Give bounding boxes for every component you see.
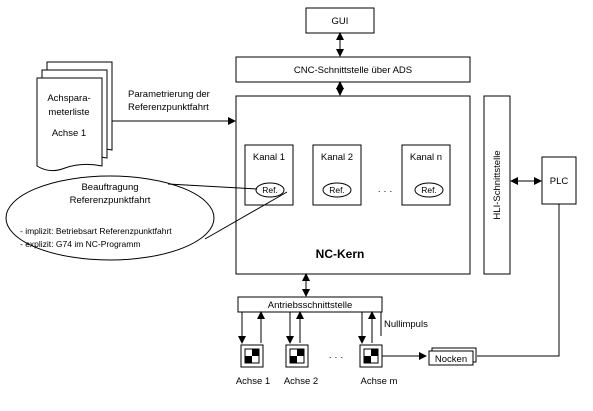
cnc-interface-label: CNC-Schnittstelle über ADS — [294, 65, 412, 76]
param-referencing-line1: Parametrierung der — [128, 89, 210, 100]
channel-2-label: Kanal 2 — [321, 152, 353, 163]
plc-label: PLC — [550, 176, 569, 187]
param-list-title-1: Achspara- — [47, 93, 90, 104]
channel-n-ref-label: Ref. — [421, 185, 437, 195]
param-list-title-2: meterliste — [48, 107, 89, 118]
axis-2-motor-icon: Achse 2 — [284, 344, 318, 387]
zero-pulse-label: Nullimpuls — [384, 319, 428, 330]
channel-n-label: Kanal n — [410, 152, 442, 163]
gui-box: GUI — [305, 7, 375, 34]
axis-1-label: Achse 1 — [236, 376, 270, 387]
nc-core-label: NC-Kern — [316, 247, 365, 261]
axes-ellipsis: · · · — [329, 352, 344, 363]
task-ref-line-top — [167, 183, 258, 190]
task-ellipse: Beauftragung Referenzpunktfahrt - impliz… — [5, 175, 215, 261]
drive-interface-box: Antriebsschnittstelle — [237, 296, 383, 313]
task-bullet-1: - implizit: Betriebsart Referenzpunktfah… — [20, 226, 172, 236]
channel-1-box: Kanal 1 Ref. — [244, 144, 294, 206]
channel-1-ref-label: Ref. — [262, 185, 278, 195]
channel-2-box: Kanal 2 Ref. — [312, 144, 362, 206]
gui-label: GUI — [332, 16, 349, 27]
channel-1-label: Kanal 1 — [253, 152, 285, 163]
channel-2-ref-ellipse — [322, 182, 352, 198]
cnc-interface-box: CNC-Schnittstelle über ADS — [235, 56, 471, 83]
task-ref-line-bottom — [204, 191, 288, 240]
plc-box: PLC — [541, 156, 577, 205]
axis-2-label: Achse 2 — [284, 376, 318, 387]
task-title-2: Referenzpunktfahrt — [70, 195, 151, 206]
param-list-axis: Achse 1 — [52, 128, 86, 139]
hli-interface-box: HLI-Schnittstelle — [483, 95, 511, 275]
param-page-front — [36, 77, 103, 172]
task-title-1: Beauftragung — [81, 182, 138, 193]
channel-n-ref-ellipse — [414, 182, 444, 198]
axis-m-label: Achse m — [361, 376, 398, 387]
axis-parameter-list: Achspara- meterliste Achse 1 — [36, 61, 113, 172]
axis-1-motor-icon: Achse 1 — [236, 344, 270, 387]
drive-interface-label: Antriebsschnittstelle — [268, 300, 352, 311]
hli-interface-label: HLI-Schnittstelle — [492, 150, 503, 219]
channel-1-ref-ellipse — [255, 182, 285, 198]
channel-n-box: Kanal n Ref. — [401, 144, 451, 206]
plc-cam-line — [477, 204, 560, 357]
channel-2-ref-label: Ref. — [329, 185, 345, 195]
cam-box: Nocken — [428, 347, 477, 366]
task-bullet-2: - explizit: G74 im NC-Programm — [20, 239, 140, 249]
cam-label: Nocken — [435, 354, 467, 365]
axis-m-motor-icon: Achse m — [359, 344, 398, 387]
param-referencing-line2: Referenzpunktfahrt — [128, 102, 209, 113]
channel-ellipsis: · · · — [378, 186, 393, 197]
